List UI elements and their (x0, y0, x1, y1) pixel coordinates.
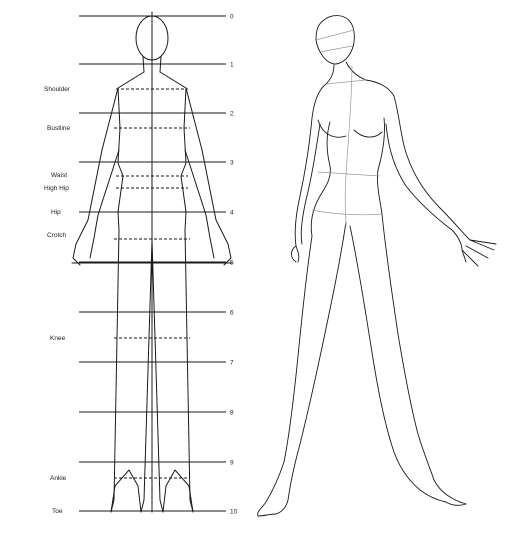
head-count-numbers: 0 1 2 3 4 5 6 7 8 9 10 (230, 14, 238, 516)
pose-neck-left (325, 63, 335, 85)
pose-left-arm-outer (294, 83, 327, 263)
right-foot (162, 469, 194, 513)
landmark-label-toe: Toe (52, 508, 63, 515)
right-leg-inner (151, 239, 164, 513)
landmark-label-hip: Hip (51, 209, 61, 216)
right-leg-outer (184, 211, 194, 513)
pose-center-front-line (344, 65, 353, 227)
pose-right-arm-outer (365, 79, 471, 241)
head-count-number: 0 (230, 14, 234, 21)
head-count-number: 7 (230, 360, 234, 367)
head-count-number: 9 (230, 460, 234, 467)
pose-right-leg-inner (349, 225, 447, 503)
head-count-number: 2 (230, 111, 234, 118)
head-count-number: 1 (230, 62, 234, 69)
head-count-number: 6 (230, 310, 234, 317)
pose-right-foot (445, 501, 467, 506)
pose-left-foot (257, 513, 277, 517)
landmark-label-crotch: Crotch (47, 232, 67, 239)
pose-left-hand (291, 245, 297, 263)
pose-left-leg-inner (275, 221, 347, 515)
width-markers (114, 88, 190, 479)
pose-left-arm-inner (300, 123, 321, 245)
right-arm-inner (184, 149, 215, 259)
left-arm-inner (89, 149, 120, 259)
pose-right-leg-outer (381, 213, 467, 505)
pose-face-line (319, 45, 353, 53)
pose-eye-line (315, 29, 355, 41)
left-leg-inner (140, 239, 153, 513)
head-oval (135, 15, 169, 61)
landmark-label-ankle: Ankle (50, 475, 67, 482)
pose-torso-left (310, 121, 331, 237)
pose-right-hand (461, 239, 497, 267)
right-arm-outer (185, 87, 232, 266)
pose-hip-line (311, 209, 383, 216)
front-croquis-figure (71, 11, 233, 513)
neck-left-line (117, 56, 145, 89)
pose-construction-lines (311, 29, 383, 227)
pose-left-leg-outer (257, 235, 313, 517)
pose-waist-line (317, 171, 381, 177)
head-count-number: 4 (230, 210, 234, 217)
pose-head (315, 15, 355, 65)
left-arm-outer (72, 87, 119, 266)
head-count-number: 8 (230, 410, 234, 417)
pose-neck-right (345, 61, 367, 81)
pose-bust (317, 119, 383, 138)
left-foot (110, 469, 142, 513)
pose-torso-right (377, 117, 385, 215)
landmark-label-high-hip: High Hip (44, 185, 69, 192)
pose-sketch-figure (257, 15, 497, 517)
head-count-number: 5 (230, 260, 234, 267)
pose-shoulder-line (325, 79, 367, 85)
left-leg-outer (110, 211, 120, 513)
neck-right-line (159, 56, 187, 89)
landmark-label-bustline: Bustline (47, 125, 71, 132)
landmark-label-knee: Knee (50, 335, 66, 342)
head-count-number: 10 (230, 509, 238, 516)
landmark-label-shoulder: Shoulder (44, 86, 71, 93)
head-count-number: 3 (230, 160, 234, 167)
landmark-label-waist: Waist (51, 172, 67, 179)
pose-right-arm-inner (385, 123, 463, 251)
